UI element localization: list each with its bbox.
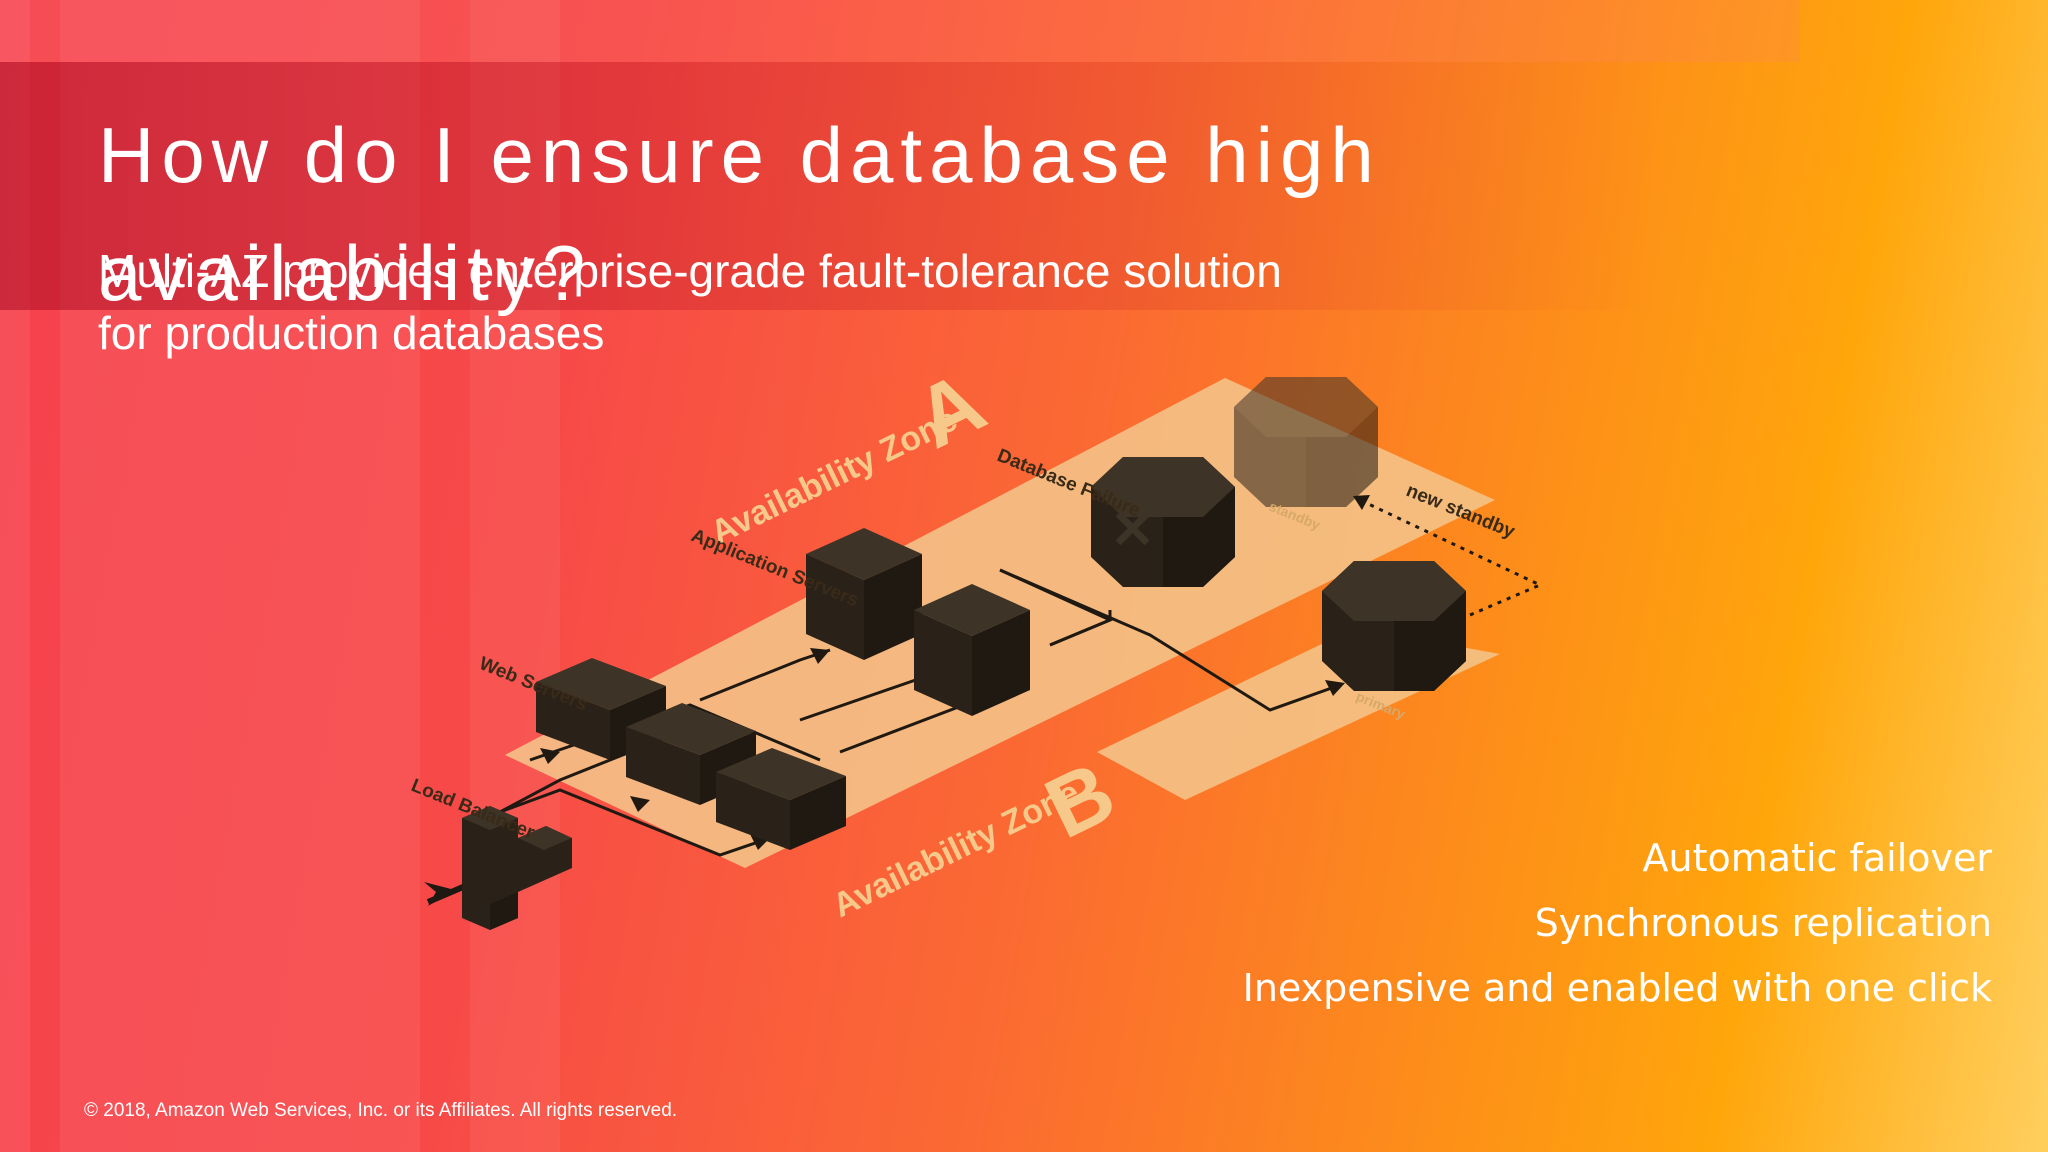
primary-database — [1322, 561, 1466, 691]
standby-database — [1234, 377, 1378, 507]
load-balancer — [462, 806, 572, 930]
app-server-2 — [914, 584, 1030, 716]
title-band — [0, 62, 1660, 310]
feature-list: Automatic failover Synchronous replicati… — [1243, 826, 1992, 1021]
slide-title: How do I ensure database high availabili… — [98, 111, 1381, 317]
copyright-footer: © 2018, Amazon Web Services, Inc. or its… — [84, 1100, 678, 1121]
slide-subtitle: Multi-AZ provides enterprise-grade fault… — [98, 245, 1282, 359]
failure-x-icon: ✕ — [1110, 500, 1155, 560]
feature-item: Inexpensive and enabled with one click — [1242, 966, 1992, 1010]
feature-item: Synchronous replication — [1534, 901, 1992, 945]
feature-item: Automatic failover — [1642, 836, 1992, 880]
top-glow — [0, 0, 1800, 62]
